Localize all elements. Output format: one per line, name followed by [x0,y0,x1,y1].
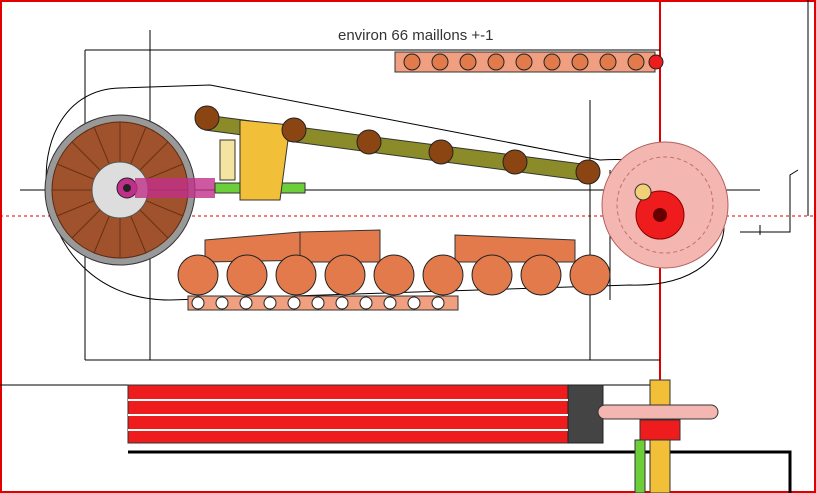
lower-hub [597,379,719,493]
drive-sprocket [44,114,306,266]
road-wheels [177,254,611,296]
lower-bars [0,384,792,493]
bottom-track-links [187,295,459,311]
arm-bracket [239,119,291,201]
tension-idler [601,141,729,269]
arm-pivots [194,105,601,185]
suspension-spring [219,139,236,181]
top-track-links [394,51,664,73]
annotation-label: environ 66 maillons +-1 [338,27,494,44]
